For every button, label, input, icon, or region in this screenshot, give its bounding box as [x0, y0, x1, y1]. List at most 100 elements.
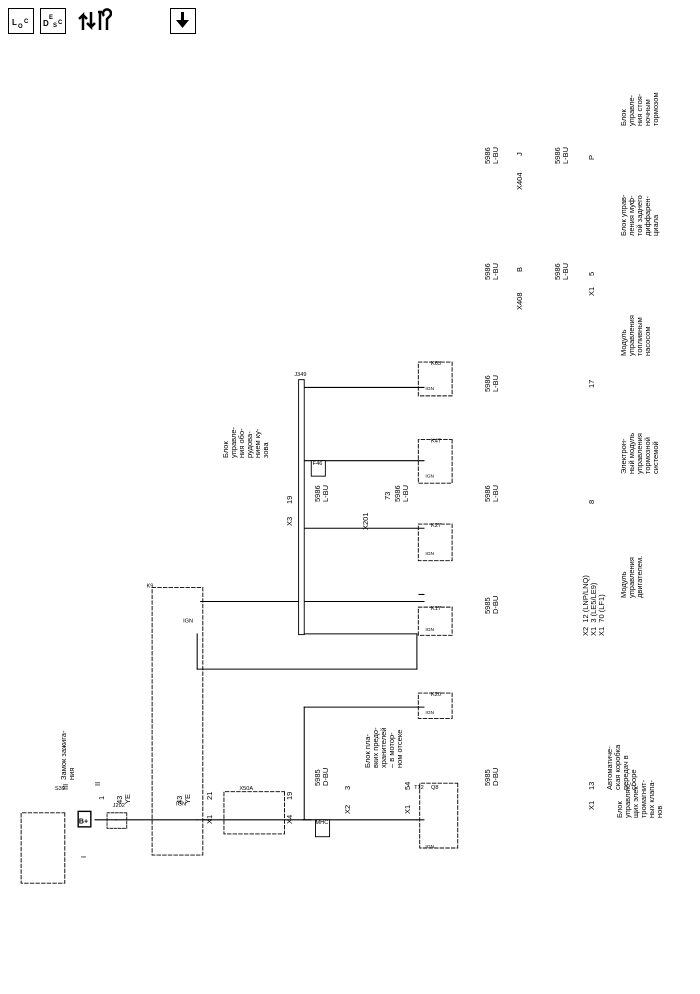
module-k47-name: Блок управ- ления муф- той заднего диффа… [619, 194, 660, 236]
inline-x201-ref: X201 [361, 512, 370, 530]
wire-5985-color-1: D-BU [321, 767, 330, 786]
fuse-f46-label: F46 [313, 461, 323, 467]
tools-icon[interactable] [78, 8, 113, 34]
fuse-block-pin-out: 54 [403, 781, 412, 790]
module-k47-ign: IGN [425, 474, 434, 480]
bcm-conn-x4: X4 [285, 814, 294, 824]
module-k27-ign: IGN [425, 551, 434, 557]
ignition-switch-name: Замок зажига- ния [59, 730, 76, 780]
module-k20-ign: IGN [425, 710, 434, 716]
mhc-box [315, 819, 331, 838]
ignition-pin-1: 1 [97, 795, 106, 800]
module-k17-pin: 8 [587, 499, 596, 504]
wire-5985-color-3: D-BU [491, 595, 500, 614]
module-k63-name: Блок управле- ния стоя- ночным тормозом [619, 92, 660, 126]
loc-letter-l: L [12, 18, 17, 27]
wire-5986-color-4: L-BU [491, 374, 500, 392]
mhc-label: MHC [315, 820, 328, 826]
module-k17-ref: K17 [431, 606, 441, 612]
fuse-block-conn-out: X1 [403, 804, 412, 814]
inline-x404-pin: J [515, 152, 524, 156]
module-k47-box [417, 439, 453, 484]
wire-5985-color-2: D-BU [491, 767, 500, 786]
download-button[interactable] [170, 8, 196, 34]
module-k17-name: Электрон- ный модуль управления тормозно… [619, 432, 660, 474]
ignition-pos-ii: II [93, 781, 102, 786]
splice-j349-bar [298, 379, 305, 636]
desc-letter-c: C [58, 20, 63, 26]
loc-letter-c: C [24, 19, 29, 25]
module-k17-ign: IGN [425, 627, 434, 633]
bcm-pin-x1: 21 [205, 791, 214, 800]
wire-5986-color-6: L-BU [561, 262, 570, 280]
wiring-diagram: B+ S39 J202 K9 IGN IGN X50A MHC J349 F46… [20, 361, 459, 884]
module-q8-pin: 13 [587, 781, 596, 790]
module-q8-name: Блок управляю- щих элек- тромагнит- ных … [615, 779, 664, 818]
wire-5986-color-1: L-BU [321, 484, 330, 502]
splice-j202-box [106, 812, 128, 829]
bcm-conn-x1: X1 [205, 814, 214, 824]
bcm-name: Блок управле- ния обо- рудова- нием ку- … [221, 426, 270, 458]
module-k47-conn: X1 [587, 286, 596, 296]
splice-j202-label: J202 [113, 803, 125, 809]
module-k20-box [417, 692, 453, 719]
inline-x408-pin: B [515, 266, 524, 272]
loc-letter-o: O [18, 24, 23, 30]
inline-x201-pin: 73 [383, 491, 392, 500]
bcm-conn-x3: X3 [285, 516, 294, 526]
inline-x408-ref: X408 [515, 292, 524, 310]
module-k20-name: Модуль управления двигателем. [619, 555, 644, 598]
module-k27-ref: K27 [431, 523, 441, 529]
wire-5986-color-8: L-BU [561, 146, 570, 164]
ignition-switch-ref: S39 [55, 786, 65, 792]
inline-x404-ref: X404 [515, 172, 524, 190]
module-k63-ign: IGN [425, 386, 434, 392]
wire-5986-color-5: L-BU [491, 262, 500, 280]
ignition-pos-i: I [79, 855, 88, 858]
bcm-pin-x3: 19 [285, 495, 294, 504]
wire-43-color-1: YE [123, 793, 132, 804]
module-k20-ref: K20 [431, 692, 441, 698]
desc-letter-e: E [49, 15, 54, 21]
fuse-block-conn-in: X2 [343, 804, 352, 814]
module-k27-name: Модуль управления топливным насосом [619, 315, 652, 356]
fuse-block-ref: X50A [239, 786, 253, 792]
ignition-pos-iii: III [61, 783, 70, 790]
bcm-pin-x4: 19 [285, 791, 294, 800]
desc-letter-d: D [43, 19, 49, 28]
wire-43-color-2: YE [183, 793, 192, 804]
module-k27-pin: 17 [587, 379, 596, 388]
bcm-ref: K9 [146, 583, 153, 589]
fuse-f46-box [310, 460, 326, 477]
module-k17-box [417, 606, 453, 636]
module-k20-pin-3: X1 70 (LF1) [597, 594, 606, 636]
module-k27-box [417, 523, 453, 562]
module-k63-box [417, 361, 453, 397]
ignition-switch-box [20, 812, 66, 884]
fuse-block-pin-in: 3 [343, 785, 352, 790]
wire-5986-color-2: L-BU [401, 484, 410, 502]
down-arrow-icon [176, 12, 189, 28]
bcm-box [151, 586, 204, 856]
battery-box [77, 810, 92, 828]
module-k47-pin: 5 [587, 271, 596, 276]
module-q8-ref: Q8 [431, 785, 439, 791]
battery-label: B+ [79, 818, 88, 825]
module-k63-pin: P [587, 154, 596, 160]
module-q8-ign: IGN [425, 844, 434, 850]
module-k63-ref: K63 [431, 361, 441, 367]
description-view-button[interactable]: D E S C [40, 8, 66, 34]
bcm-ign-label-2: IGN [183, 619, 193, 625]
module-t12-ref: T12 [414, 785, 424, 791]
wire-5986-color-7: L-BU [491, 146, 500, 164]
module-k47-ref: K47 [431, 438, 441, 444]
splice-j349-label: J349 [294, 372, 306, 378]
fuse-block-name: Блок пла- вких предо- хранителей – в мот… [363, 727, 404, 768]
module-q8-conn: X1 [587, 800, 596, 810]
location-view-button[interactable]: L O C [8, 8, 34, 34]
module-q8-t12-box [419, 782, 459, 849]
desc-letter-s: S [53, 23, 58, 29]
wire-5986-color-3: L-BU [491, 484, 500, 502]
fuse-block-box [223, 791, 285, 835]
bcm-ign-label: IGN [176, 802, 186, 808]
